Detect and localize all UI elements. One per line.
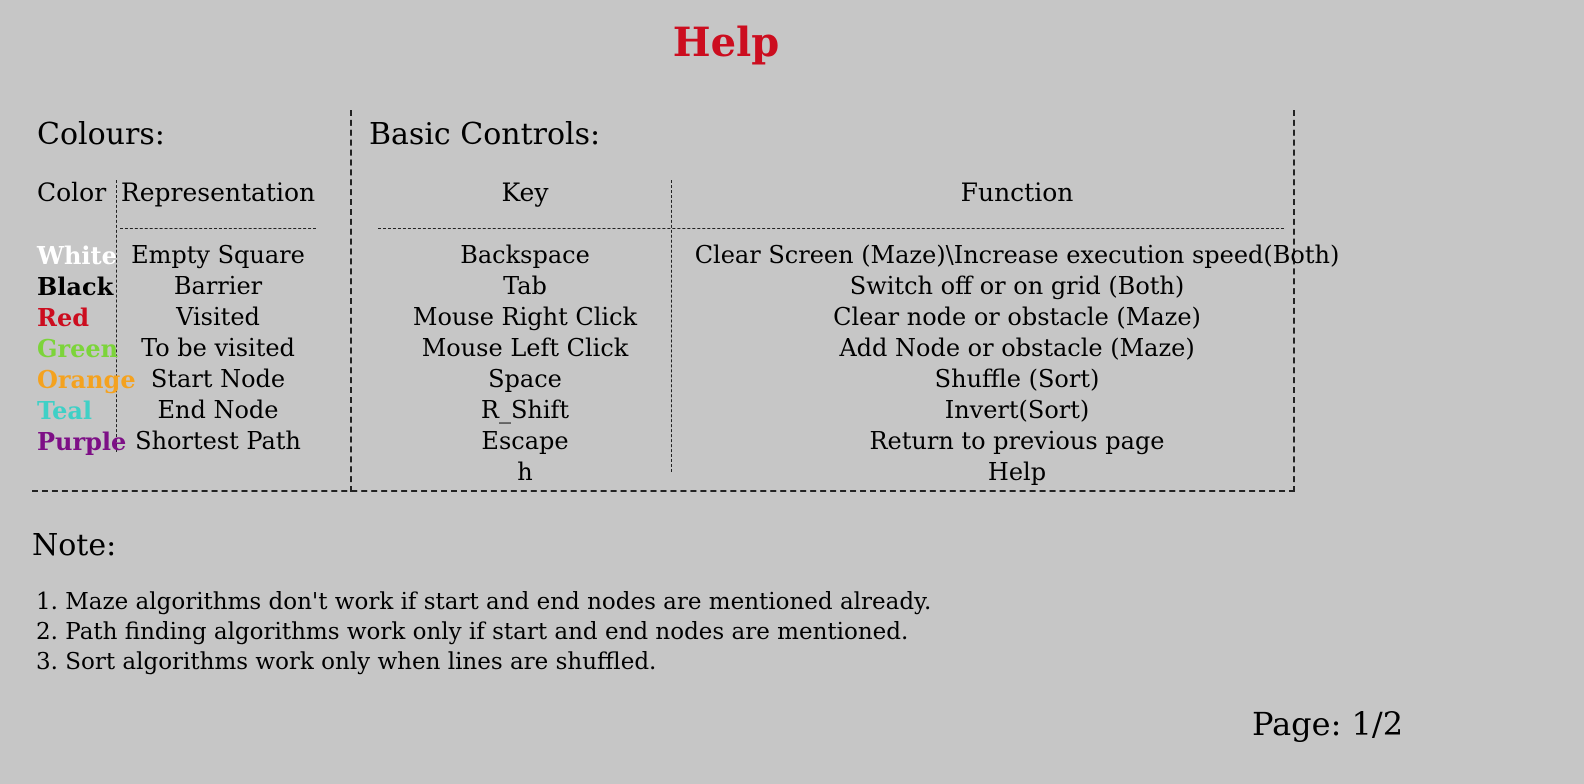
colours-column-divider bbox=[116, 180, 117, 452]
function-shuffle: Shuffle (Sort) bbox=[934, 365, 1100, 393]
page-indicator: Page: 1/2 bbox=[1252, 705, 1404, 743]
colour-name-orange: Orange bbox=[37, 365, 136, 394]
controls-column-divider bbox=[671, 180, 672, 472]
tables-bottom-border bbox=[32, 490, 1295, 492]
controls-function-column: Clear Screen (Maze)\Increase execution s… bbox=[674, 240, 1360, 488]
colours-representation-column: Empty Square Barrier Visited To be visit… bbox=[118, 240, 318, 457]
function-help: Help bbox=[987, 458, 1047, 486]
colour-name-teal: Teal bbox=[37, 396, 93, 425]
notes-title: Note: bbox=[32, 528, 117, 563]
page-title: Help bbox=[672, 19, 780, 66]
colour-name-red: Red bbox=[37, 303, 89, 332]
colours-col-color-header: Color bbox=[37, 178, 107, 207]
colours-section-title: Colours: bbox=[37, 117, 165, 152]
representation-barrier: Barrier bbox=[173, 272, 263, 300]
key-tab: Tab bbox=[503, 272, 547, 300]
representation-empty-square: Empty Square bbox=[131, 241, 305, 269]
function-clear-screen: Clear Screen (Maze)\Increase execution s… bbox=[694, 241, 1340, 269]
colours-col-representation-header: Representation bbox=[120, 178, 316, 207]
controls-col-key-header: Key bbox=[501, 178, 549, 207]
key-mouse-right-click: Mouse Right Click bbox=[412, 303, 638, 331]
function-toggle-grid: Switch off or on grid (Both) bbox=[849, 272, 1185, 300]
key-escape: Escape bbox=[481, 427, 569, 455]
representation-end-node: End Node bbox=[157, 396, 279, 424]
key-h: h bbox=[517, 458, 533, 486]
function-add-node: Add Node or obstacle (Maze) bbox=[839, 334, 1195, 362]
colours-header-divider bbox=[120, 228, 316, 229]
note-item: 3. Sort algorithms work only when lines … bbox=[36, 649, 657, 675]
colour-name-white: White bbox=[37, 241, 117, 270]
note-item: 1. Maze algorithms don't work if start a… bbox=[36, 589, 932, 615]
key-backspace: Backspace bbox=[460, 241, 590, 269]
controls-col-function-header: Function bbox=[960, 178, 1074, 207]
representation-visited: Visited bbox=[176, 303, 260, 331]
key-r-shift: R_Shift bbox=[480, 396, 570, 424]
function-return: Return to previous page bbox=[869, 427, 1165, 455]
colour-name-black: Black bbox=[37, 272, 114, 301]
colours-controls-divider bbox=[350, 110, 352, 492]
key-space: Space bbox=[488, 365, 562, 393]
notes-list: 1. Maze algorithms don't work if start a… bbox=[36, 587, 931, 677]
representation-shortest-path: Shortest Path bbox=[135, 427, 301, 455]
colour-name-purple: Purple bbox=[37, 427, 127, 456]
representation-to-be-visited: To be visited bbox=[141, 334, 295, 362]
note-item: 2. Path finding algorithms work only if … bbox=[36, 619, 909, 645]
function-invert: Invert(Sort) bbox=[944, 396, 1090, 424]
controls-right-border bbox=[1293, 110, 1295, 492]
colours-color-column: White Black Red Green Orange Teal Purple bbox=[37, 240, 136, 457]
colour-name-green: Green bbox=[37, 334, 119, 363]
controls-header-divider bbox=[378, 228, 1284, 229]
representation-start-node: Start Node bbox=[150, 365, 286, 393]
controls-section-title: Basic Controls: bbox=[369, 117, 601, 152]
controls-key-column: Backspace Tab Mouse Right Click Mouse Le… bbox=[380, 240, 670, 488]
key-mouse-left-click: Mouse Left Click bbox=[421, 334, 629, 362]
function-clear-node: Clear node or obstacle (Maze) bbox=[833, 303, 1201, 331]
